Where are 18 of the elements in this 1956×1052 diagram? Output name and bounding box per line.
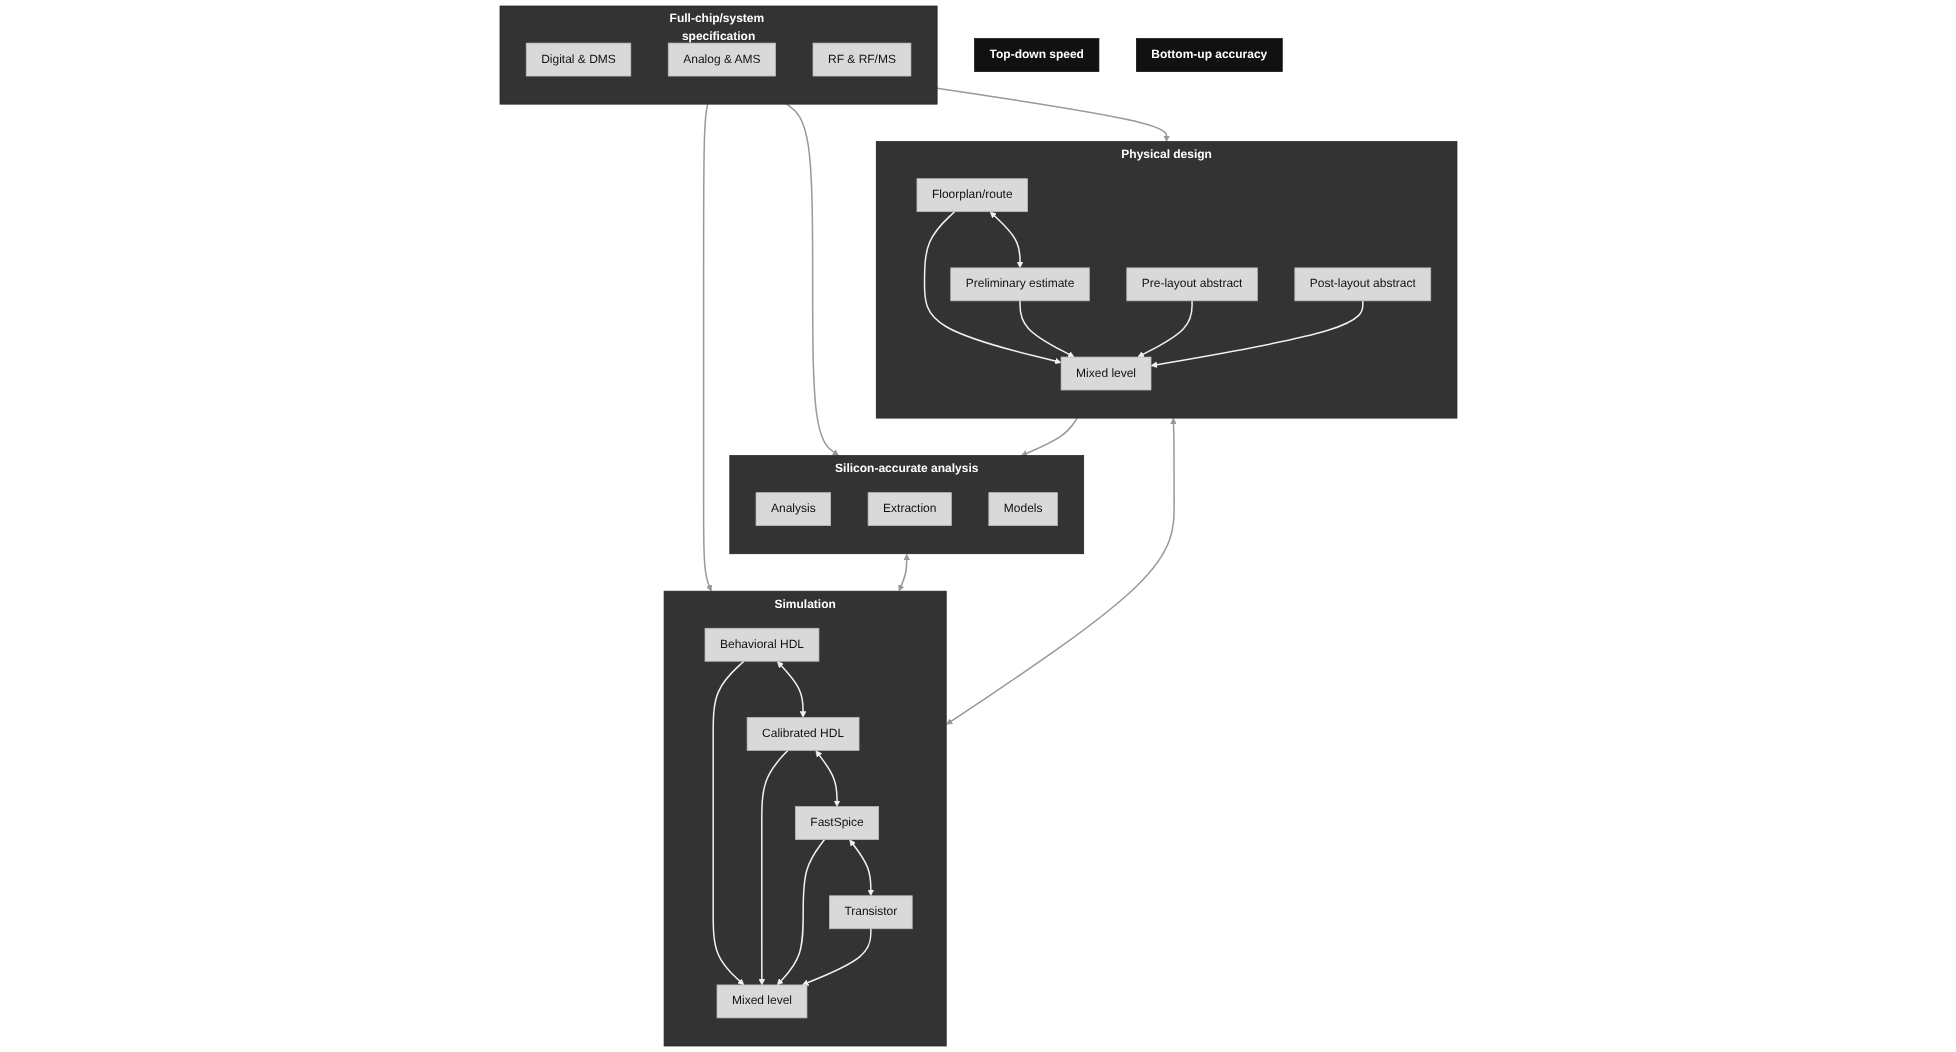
arrow — [923, 210, 1061, 365]
arrow — [776, 661, 806, 718]
arrow — [785, 103, 839, 456]
arrow — [1150, 300, 1364, 368]
arrow — [815, 750, 840, 807]
arrow — [776, 838, 825, 986]
arrow — [1137, 300, 1193, 358]
arrow — [848, 839, 874, 897]
arrow — [711, 660, 745, 986]
arrow — [801, 928, 872, 986]
arrow — [1018, 300, 1075, 358]
arrow — [989, 211, 1023, 269]
arrow — [758, 749, 789, 986]
arrow — [935, 87, 1170, 142]
arrow — [702, 103, 712, 592]
arrow — [1020, 417, 1078, 457]
arrow — [945, 417, 1177, 725]
arrow — [897, 553, 910, 592]
